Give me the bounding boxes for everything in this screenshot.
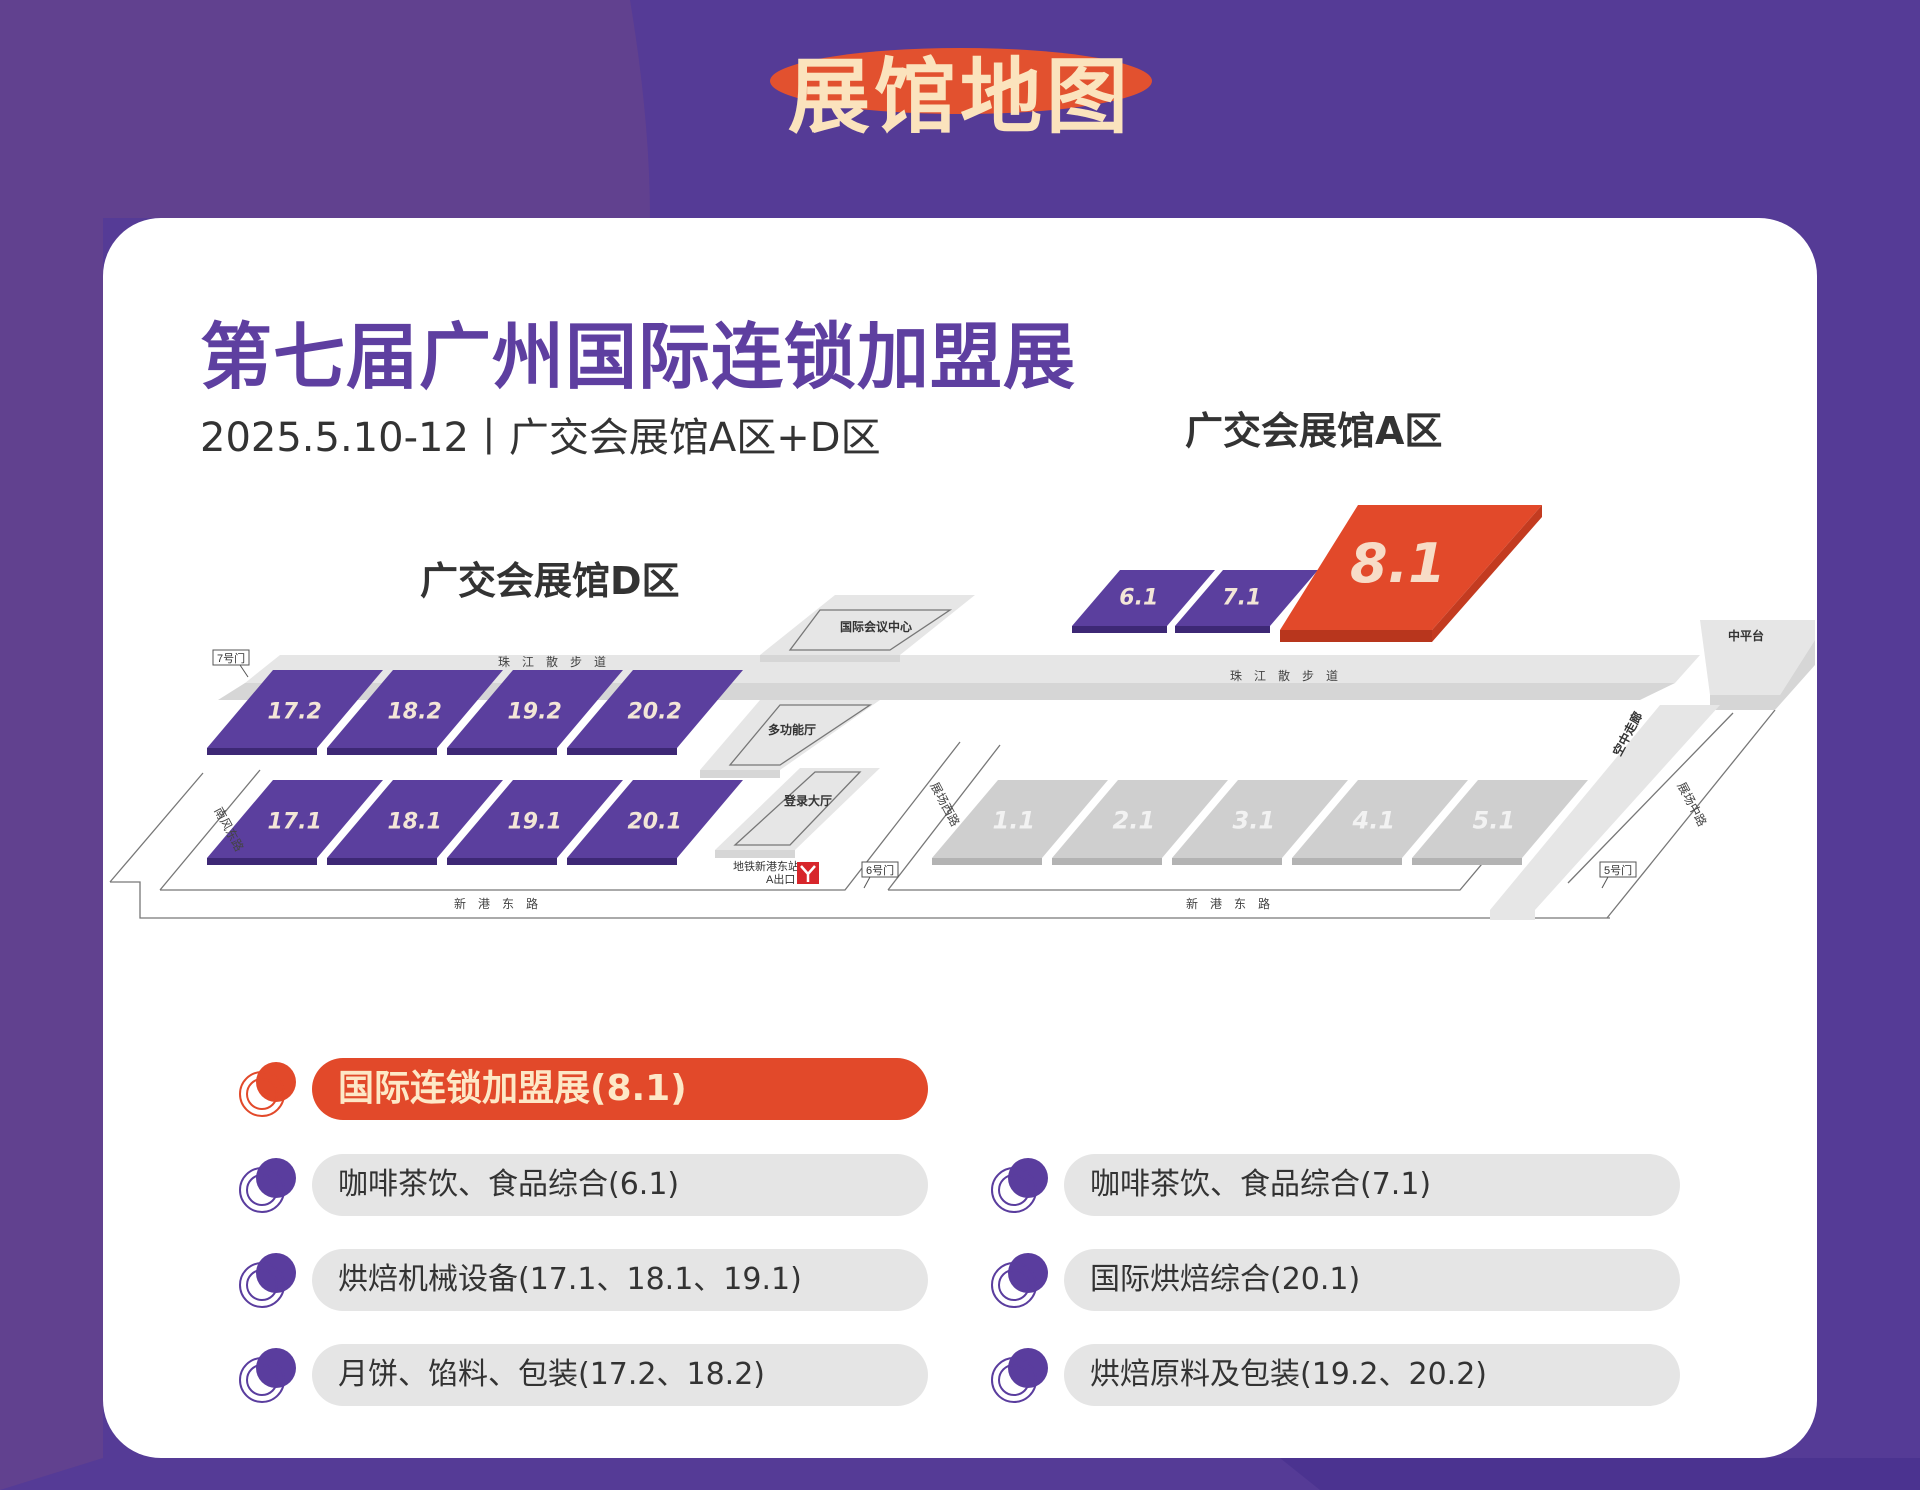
legend-item: 咖啡茶饮、食品综合(7.1)	[1064, 1154, 1680, 1216]
hall-20-1-label: 20.1	[628, 809, 682, 834]
hall-1-1	[932, 780, 1108, 858]
hall-8-1-label: 8.1	[1350, 532, 1446, 595]
hall-20-2	[567, 670, 743, 748]
hall-18-2-label: 18.2	[388, 699, 442, 724]
legend-marker-icon	[236, 1342, 300, 1406]
hall-4-1	[1292, 780, 1468, 858]
hall-17-1	[207, 780, 383, 858]
page-title: 展馆地图	[787, 50, 1132, 145]
building-conference: 国际会议中心	[840, 619, 912, 634]
legend-item: 烘焙原料及包装(19.2、20.2)	[1064, 1344, 1680, 1406]
event-title: 第七届广州国际连锁加盟展	[200, 315, 1077, 399]
gate-6: 6号门	[861, 861, 899, 889]
hall-8-1	[1280, 505, 1542, 630]
svg-text:7号门: 7号门	[217, 651, 245, 665]
legend-marker-icon	[988, 1152, 1052, 1216]
road-xingang-a: 新 港 东 路	[1186, 896, 1270, 911]
legend-item: 月饼、馅料、包装(17.2、18.2)	[312, 1344, 928, 1406]
hall-1-1-label: 1.1	[993, 806, 1036, 834]
legend-item: 国际烘焙综合(20.1)	[1064, 1249, 1680, 1311]
svg-text:6号门: 6号门	[866, 863, 894, 877]
legend-item: 国际连锁加盟展(8.1)	[312, 1058, 928, 1120]
hall-3-1	[1172, 780, 1348, 858]
hall-18-1-label: 18.1	[388, 809, 442, 834]
hall-2-1	[1052, 780, 1228, 858]
gate-7: 7号门	[212, 649, 250, 678]
hall-19-2	[447, 670, 623, 748]
road-zhujiang-d: 珠 江 散 步 道	[498, 654, 606, 669]
hall-5-1	[1412, 780, 1588, 858]
metro-station-label: 地铁新港东站	[733, 859, 799, 873]
hall-5-1-label: 5.1	[1473, 806, 1516, 834]
hall-17-1-label: 17.1	[268, 809, 322, 834]
road-zhanchang-west: 展场西路	[927, 779, 963, 828]
header-pill	[770, 48, 1152, 114]
legend-marker-icon	[236, 1056, 300, 1120]
hall-6-1	[1072, 570, 1215, 626]
building-multi: 多功能厅	[768, 722, 816, 737]
hall-18-2	[327, 670, 503, 748]
building-lobby: 登录大厅	[783, 793, 832, 808]
road-zhujiang-a: 珠 江 散 步 道	[1230, 668, 1338, 683]
legend-marker-icon	[988, 1342, 1052, 1406]
hall-2-1-label: 2.1	[1113, 806, 1156, 834]
legend-marker-icon	[236, 1152, 300, 1216]
hall-20-1	[567, 780, 743, 858]
building-zhongping: 中平台	[1728, 628, 1764, 643]
hall-17-2	[207, 670, 383, 748]
hall-19-2-label: 19.2	[508, 699, 562, 724]
hall-7-1	[1175, 570, 1318, 626]
legend-item: 咖啡茶饮、食品综合(6.1)	[312, 1154, 928, 1216]
road-xingang-d: 新 港 东 路	[454, 896, 538, 911]
legend-marker-icon	[988, 1247, 1052, 1311]
legend-marker-icon	[236, 1247, 300, 1311]
metro-exit-label: A出口	[766, 872, 795, 886]
gate-5: 5号门	[1599, 861, 1637, 889]
hall-17-2-label: 17.2	[268, 699, 322, 724]
event-subtitle: 2025.5.10-12丨广交会展馆A区+D区	[200, 415, 881, 461]
legend-item: 烘焙机械设备(17.1、18.1、19.1)	[312, 1249, 928, 1311]
road-zhanchang-mid: 展场中路	[1674, 779, 1710, 828]
zone-a-label: 广交会展馆A区	[1185, 409, 1443, 453]
hall-18-1	[327, 780, 503, 858]
hall-6-1-label: 6.1	[1119, 586, 1158, 611]
zone-d-label: 广交会展馆D区	[420, 559, 680, 603]
svg-text:5号门: 5号门	[1604, 863, 1632, 877]
hall-7-1-label: 7.1	[1222, 586, 1261, 611]
hall-19-1-label: 19.1	[508, 809, 562, 834]
hall-19-1	[447, 780, 623, 858]
hall-20-2-label: 20.2	[628, 699, 682, 724]
hall-4-1-label: 4.1	[1352, 806, 1396, 834]
hall-3-1-label: 3.1	[1233, 806, 1276, 834]
